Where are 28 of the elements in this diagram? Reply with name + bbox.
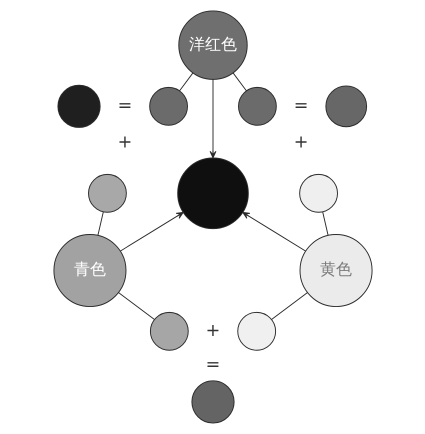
node-circle	[238, 86, 276, 126]
node-circle	[88, 174, 126, 213]
arrow	[242, 212, 306, 252]
label: =	[293, 96, 308, 116]
node-circle	[236, 312, 276, 351]
node-circle	[190, 380, 234, 424]
label: =	[117, 96, 132, 116]
arrow	[209, 79, 216, 158]
label: +	[117, 132, 132, 152]
node-circle	[56, 84, 100, 128]
node-circle	[148, 86, 188, 126]
node-circle	[298, 174, 338, 213]
arrow	[119, 212, 184, 252]
connector	[270, 292, 308, 320]
connector	[232, 72, 246, 92]
node-circle: 青色	[52, 234, 126, 308]
label: +	[205, 320, 220, 341]
label: +	[293, 132, 308, 152]
label: =	[205, 355, 220, 376]
node-circle	[324, 85, 367, 128]
connector	[118, 292, 154, 320]
node-circle: 洋红色	[178, 10, 248, 80]
node-circle	[149, 312, 188, 351]
connector	[96, 212, 104, 236]
node-circle	[176, 158, 248, 230]
connector	[322, 212, 328, 236]
connector	[178, 72, 193, 92]
node-circle: 黄色	[299, 234, 372, 308]
